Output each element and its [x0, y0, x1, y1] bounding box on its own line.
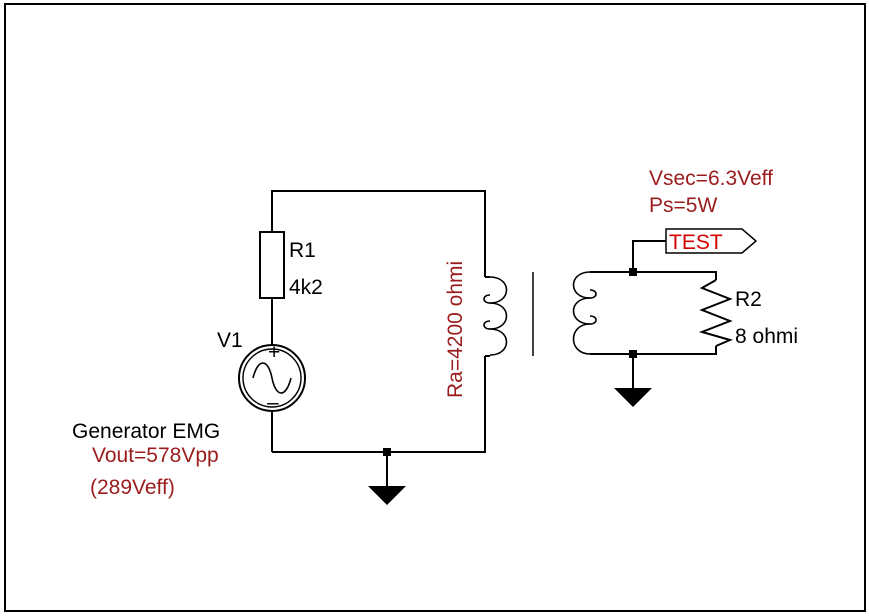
ac-source-icon[interactable] — [238, 344, 306, 412]
source-plus-sign: + — [268, 341, 280, 364]
primary-winding[interactable] — [483, 276, 508, 357]
junction-dot — [629, 350, 637, 358]
r2-value: 8 ohmi — [735, 325, 798, 348]
secondary-winding[interactable] — [572, 271, 597, 355]
source-veff: (289Veff) — [90, 476, 175, 499]
secondary-power: Ps=5W — [649, 194, 717, 217]
r2-ref: R2 — [735, 288, 762, 311]
v1-ref: V1 — [217, 329, 243, 352]
primary-resistance-label: Ra=4200 ohmi — [444, 261, 467, 398]
schematic-border — [4, 3, 866, 612]
primary-wires — [271, 190, 486, 453]
r1-value: 4k2 — [289, 276, 323, 299]
source-vout: Vout=578Vpp — [92, 444, 219, 467]
source-name: Generator EMG — [72, 420, 220, 443]
ground-icon — [368, 452, 406, 505]
test-flag[interactable] — [665, 228, 758, 254]
r1-ref: R1 — [289, 239, 316, 262]
ground-icon — [614, 388, 652, 407]
test-flag-label: TEST — [669, 231, 723, 254]
secondary-voltage: Vsec=6.3Veff — [649, 167, 773, 190]
r1-resistor[interactable] — [259, 231, 285, 299]
secondary-wires — [590, 240, 717, 388]
source-minus-sign: – — [267, 391, 279, 414]
r2-resistor[interactable] — [698, 279, 733, 347]
junction-dot — [629, 268, 637, 276]
